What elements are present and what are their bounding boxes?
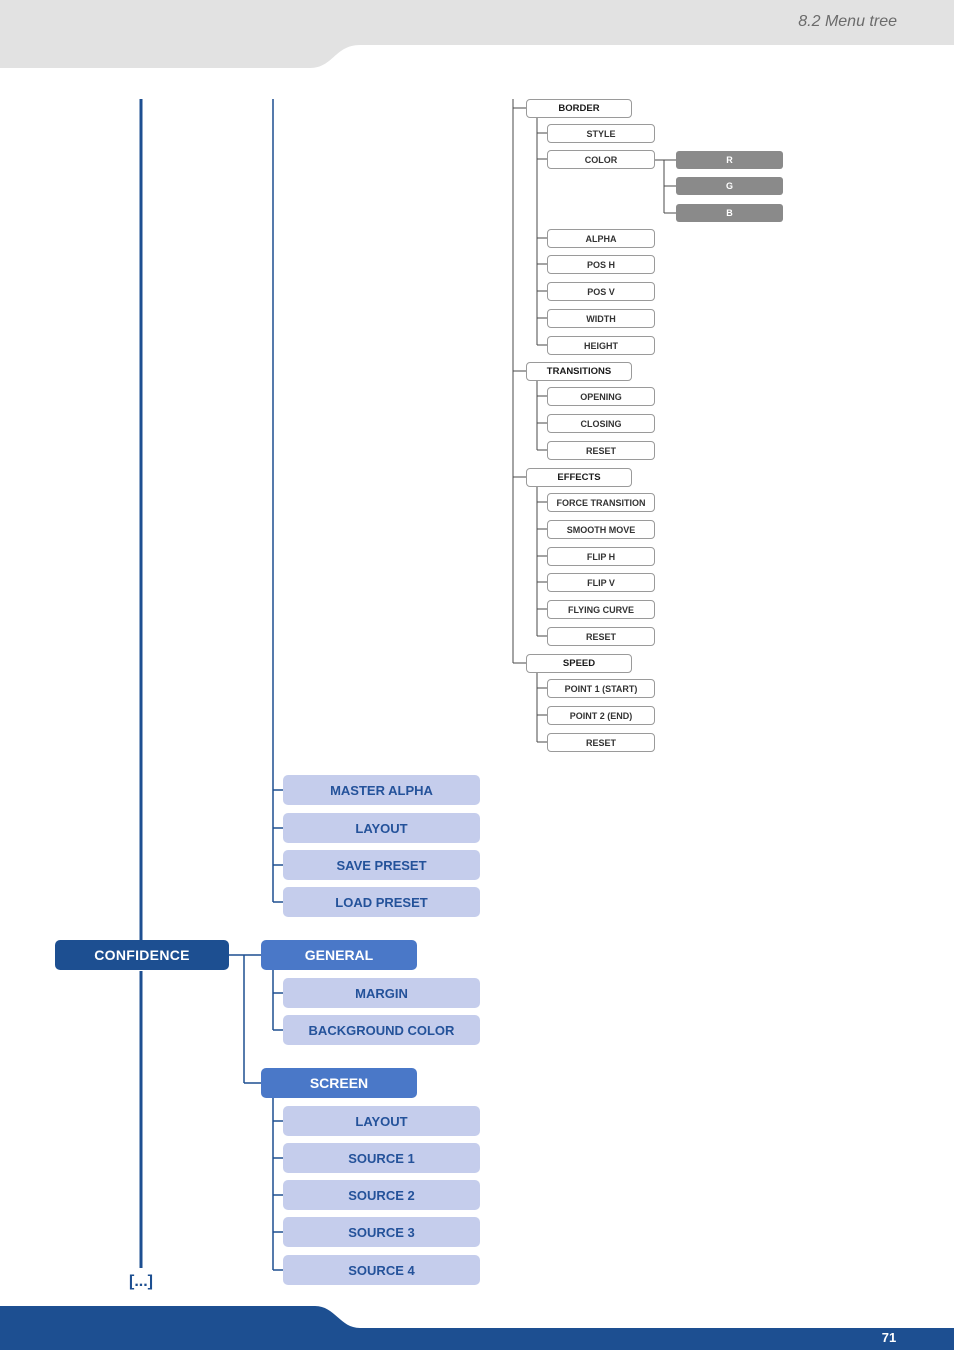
menu-node-speed: SPEED (526, 654, 632, 673)
menu-node-style: STYLE (547, 124, 655, 143)
menu-node-smooth-move: SMOOTH MOVE (547, 520, 655, 539)
menu-node-b: B (676, 204, 783, 222)
menu-node-effects: EFFECTS (526, 468, 632, 487)
menu-node-source-1: SOURCE 1 (283, 1143, 480, 1173)
menu-node-screen-layout: LAYOUT (283, 1106, 480, 1136)
page-number: 71 (881, 1330, 897, 1345)
menu-node-source-3: SOURCE 3 (283, 1217, 480, 1247)
menu-node-force-transition: FORCE TRANSITION (547, 493, 655, 512)
menu-node-save-preset: SAVE PRESET (283, 850, 480, 880)
menu-node-screen: SCREEN (261, 1068, 417, 1098)
menu-node-pos-v: POS V (547, 282, 655, 301)
section-title: 8.2 Menu tree (798, 13, 897, 30)
menu-node-point-1: POINT 1 (START) (547, 679, 655, 698)
menu-node-effects-reset: RESET (547, 627, 655, 646)
menu-node-height: HEIGHT (547, 336, 655, 355)
menu-node-background-color: BACKGROUND COLOR (283, 1015, 480, 1045)
menu-node-g: G (676, 177, 783, 195)
menu-node-color: COLOR (547, 150, 655, 169)
menu-node-point-2: POINT 2 (END) (547, 706, 655, 725)
menu-node-flip-v: FLIP V (547, 573, 655, 592)
menu-node-pos-h: POS H (547, 255, 655, 274)
header-banner (0, 0, 954, 68)
menu-node-layout: LAYOUT (283, 813, 480, 843)
continuation-ellipsis: [...] (129, 1273, 153, 1290)
menu-node-transitions-reset: RESET (547, 441, 655, 460)
menu-node-flying-curve: FLYING CURVE (547, 600, 655, 619)
menu-node-opening: OPENING (547, 387, 655, 406)
menu-node-speed-reset: RESET (547, 733, 655, 752)
menu-node-margin: MARGIN (283, 978, 480, 1008)
menu-node-flip-h: FLIP H (547, 547, 655, 566)
menu-node-general: GENERAL (261, 940, 417, 970)
menu-node-width: WIDTH (547, 309, 655, 328)
menu-node-border: BORDER (526, 99, 632, 118)
menu-node-master-alpha: MASTER ALPHA (283, 775, 480, 805)
menu-node-load-preset: LOAD PRESET (283, 887, 480, 917)
menu-node-source-4: SOURCE 4 (283, 1255, 480, 1285)
menu-node-source-2: SOURCE 2 (283, 1180, 480, 1210)
menu-node-alpha: ALPHA (547, 229, 655, 248)
menu-node-transitions: TRANSITIONS (526, 362, 632, 381)
footer-banner (0, 1306, 954, 1350)
menu-node-r: R (676, 151, 783, 169)
menu-node-closing: CLOSING (547, 414, 655, 433)
menu-node-confidence: CONFIDENCE (55, 940, 229, 970)
